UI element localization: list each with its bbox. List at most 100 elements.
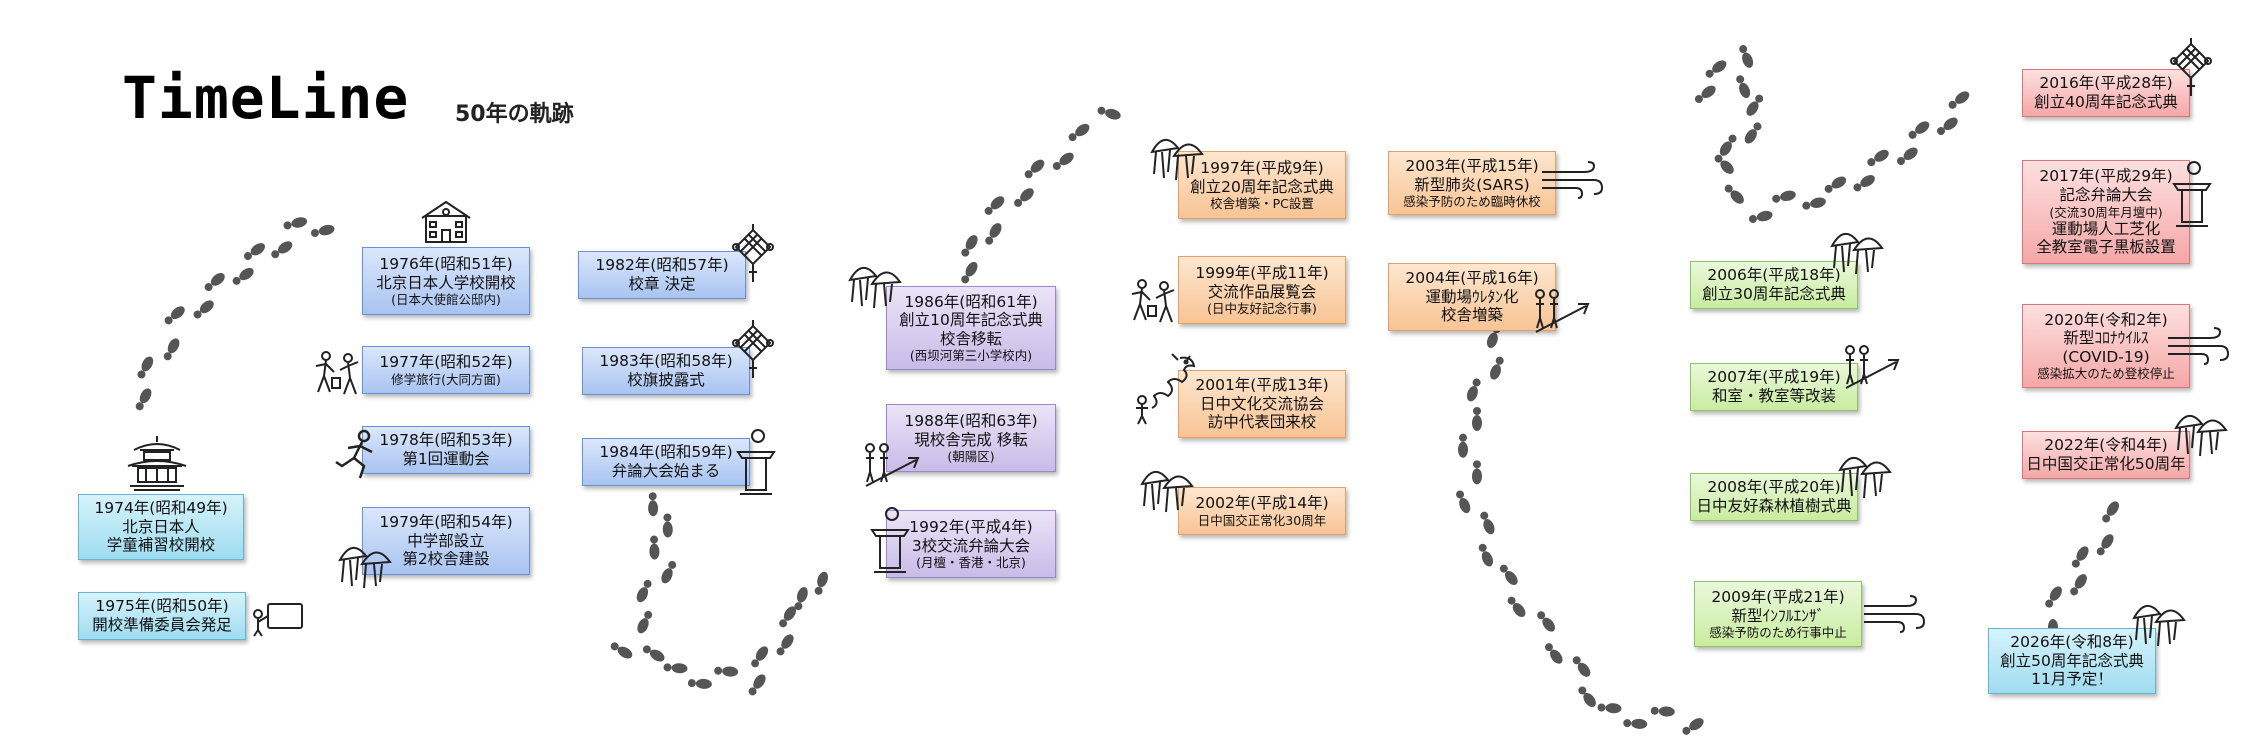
footprint [1948, 91, 1970, 109]
event-1983: 1983年(昭和58年) 校旗披露式 [582, 347, 750, 395]
footprint [1572, 656, 1591, 677]
chinese-knot-icon [2166, 36, 2216, 98]
event-year: 2020年(令和2年) [2044, 310, 2168, 329]
event-year: 1976年(昭和51年) [379, 254, 513, 273]
footprint [2045, 586, 2062, 608]
event-line: 創立10周年記念式典 [899, 311, 1043, 330]
page-title: TimeLine [122, 64, 410, 132]
event-line: 3校交流弁論大会 [911, 536, 1031, 555]
event-year: 1986年(昭和61年) [904, 292, 1038, 311]
event-line: 全教室電子黒板設置 [2036, 238, 2176, 257]
event-1984: 1984年(昭和59年) 弁論大会始まる [582, 438, 750, 486]
event-year: 1992年(平成4年) [909, 517, 1033, 536]
chinese-knot-icon [728, 318, 778, 380]
event-1997: 1997年(平成9年) 創立20周年記念式典 校舎増築・PC設置 [1178, 151, 1346, 219]
event-line: 校章 決定 [628, 275, 696, 293]
footprint [984, 196, 1005, 215]
footprint [649, 535, 660, 560]
event-line: 日中国交正常化50周年 [2026, 455, 2186, 473]
event-year: 2004年(平成16年) [1405, 269, 1539, 288]
wind-icon [1862, 594, 1926, 634]
event-line: 日中友好森林植樹式典 [1696, 497, 1852, 515]
event-line: 交流作品展覧会 [1207, 282, 1317, 301]
event-year: 2008年(平成20年) [1707, 478, 1841, 497]
footprint [1744, 122, 1762, 144]
event-year: 2006年(平成18年) [1707, 266, 1841, 285]
event-note: 修学旅行(大同方面) [391, 371, 501, 387]
event-year: 2003年(平成15年) [1405, 156, 1539, 175]
footprint [714, 666, 739, 677]
event-line: 北京日本人学校開校 [376, 273, 516, 292]
event-line: 運動場ｳﾚﾀﾝ化 [1425, 287, 1519, 306]
event-year: 1997年(平成9年) [1200, 158, 1324, 177]
footprint [776, 634, 794, 656]
event-2020: 2020年(令和2年) 新型ｺﾛﾅｳｲﾙｽ (COVID-19) 感染拡大のため… [2022, 304, 2190, 388]
footprint [748, 674, 766, 696]
footprint [961, 261, 978, 284]
event-note: (朝陽区) [947, 449, 995, 465]
event-2009: 2009年(平成21年) 新型ｲﾝﾌﾙｴﾝｻﾞ 感染予防のため行事中止 [1694, 581, 1862, 647]
wind-icon [2166, 326, 2230, 366]
celebration-balls-icon [1138, 460, 1196, 518]
event-line: 校旗披露式 [627, 371, 705, 389]
event-note: 日中国交正常化30周年 [1197, 512, 1327, 528]
footprint [243, 243, 266, 261]
event-1986: 1986年(昭和61年) 創立10周年記念式典 校舎移転 (西坝河第三小学校内) [886, 286, 1056, 370]
footprint [1544, 643, 1563, 664]
footprint [1052, 152, 1074, 170]
footprint [779, 606, 797, 628]
travel-people-icon [1128, 276, 1180, 328]
celebration-balls-icon [846, 256, 904, 314]
footprint [2070, 574, 2087, 596]
footprint [283, 217, 308, 230]
celebration-balls-icon [1828, 222, 1886, 280]
footprint [1682, 718, 1704, 735]
footprint [310, 224, 335, 237]
footprint [1024, 159, 1045, 179]
event-1977: 1977年(昭和52年) 修学旅行(大同方面) [362, 346, 530, 394]
footprint [1478, 543, 1493, 567]
event-line: (COVID-19) [2062, 347, 2150, 366]
event-1982: 1982年(昭和57年) 校章 決定 [578, 251, 746, 299]
event-2017: 2017年(平成29年) 記念弁論大会 (交流30周年月壇中) 運動場人工芝化 … [2022, 160, 2190, 264]
event-2008: 2008年(平成20年) 日中友好森林植樹式典 [1690, 473, 1858, 521]
footprint [1466, 378, 1481, 402]
event-2001: 2001年(平成13年) 日中文化交流協会 訪中代表団来校 [1178, 370, 1346, 438]
celebration-balls-icon [336, 536, 394, 594]
event-1979: 1979年(昭和54年) 中学部設立 第2校舎建設 [362, 507, 530, 575]
footprint [1802, 197, 1826, 210]
footprint [814, 571, 829, 595]
footprint [1507, 596, 1526, 618]
event-year: 1982年(昭和57年) [595, 256, 729, 275]
footprint [1490, 356, 1504, 380]
event-year: 2002年(平成14年) [1195, 494, 1329, 513]
event-2002: 2002年(平成14年) 日中国交正常化30周年 [1178, 487, 1346, 535]
footprint [1014, 188, 1034, 207]
footprint [751, 646, 769, 668]
podium-icon [870, 506, 910, 574]
footprint [271, 241, 293, 259]
footprint [232, 267, 254, 285]
event-year: 1974年(昭和49年) [94, 499, 228, 518]
footprint [2102, 501, 2120, 523]
footprint [1867, 149, 1889, 167]
growth-people-icon [1842, 344, 1900, 390]
event-line: 和室・教室等改装 [1711, 387, 1836, 405]
footprint [610, 642, 633, 659]
event-line: 新型ｲﾝﾌﾙｴﾝｻﾞ [1731, 606, 1825, 625]
footprint [1746, 94, 1764, 116]
footprint [1578, 686, 1596, 708]
event-note: (月檀・香港・北京) [916, 555, 1026, 571]
footprint [2071, 546, 2089, 568]
footprint [961, 235, 978, 257]
event-year: 2001年(平成13年) [1195, 376, 1329, 395]
event-line: 訪中代表団来校 [1207, 413, 1317, 432]
footprint [1772, 190, 1796, 203]
event-2004: 2004年(平成16年) 運動場ｳﾚﾀﾝ化 校舎増築 [1388, 263, 1556, 331]
school-building-icon [420, 196, 472, 244]
event-note: (日中友好記念行事) [1207, 301, 1317, 317]
event-line: 創立40周年記念式典 [2034, 93, 2178, 111]
event-note: 校舎増築・PC設置 [1210, 196, 1314, 212]
event-note: 感染予防のため臨時休校 [1403, 194, 1541, 210]
event-line: 新型ｺﾛﾅｳｲﾙｽ [2063, 329, 2149, 348]
